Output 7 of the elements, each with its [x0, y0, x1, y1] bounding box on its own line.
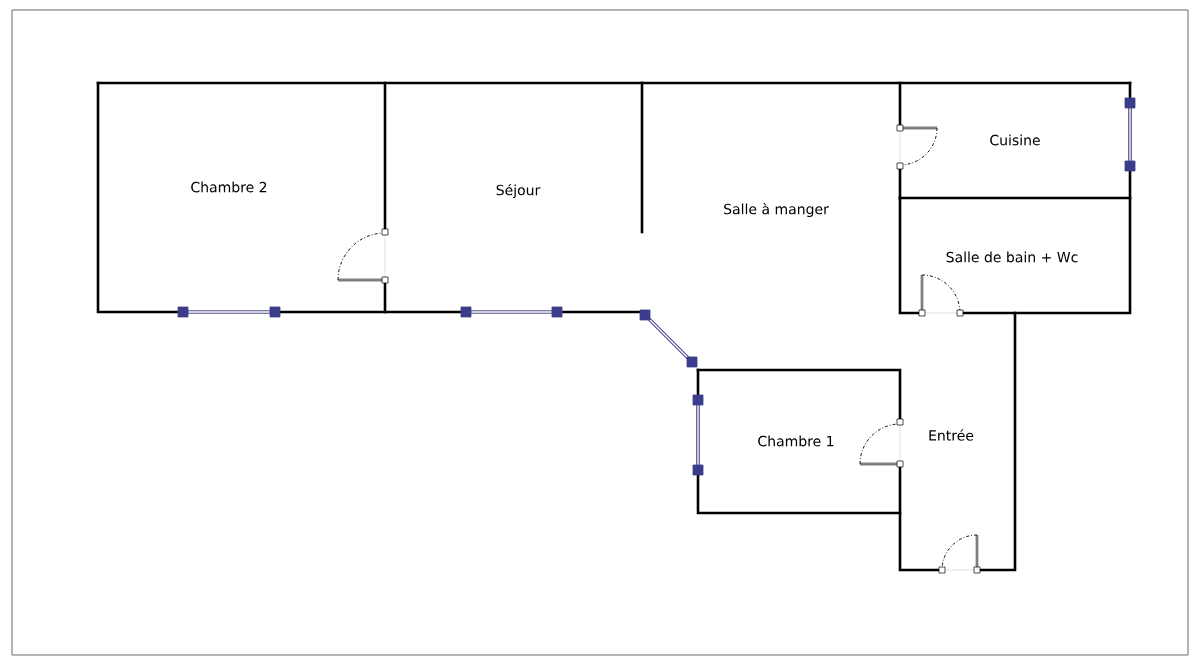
room-label: Cuisine	[990, 134, 1040, 146]
room-label: Chambre 1	[758, 435, 834, 447]
room-label: Chambre 2	[191, 181, 267, 193]
room-label: Séjour	[496, 183, 541, 199]
room-label: Salle de bain + Wc	[946, 251, 1078, 263]
room-label: Entrée	[929, 429, 974, 441]
room-label: Salle à manger	[724, 202, 829, 218]
